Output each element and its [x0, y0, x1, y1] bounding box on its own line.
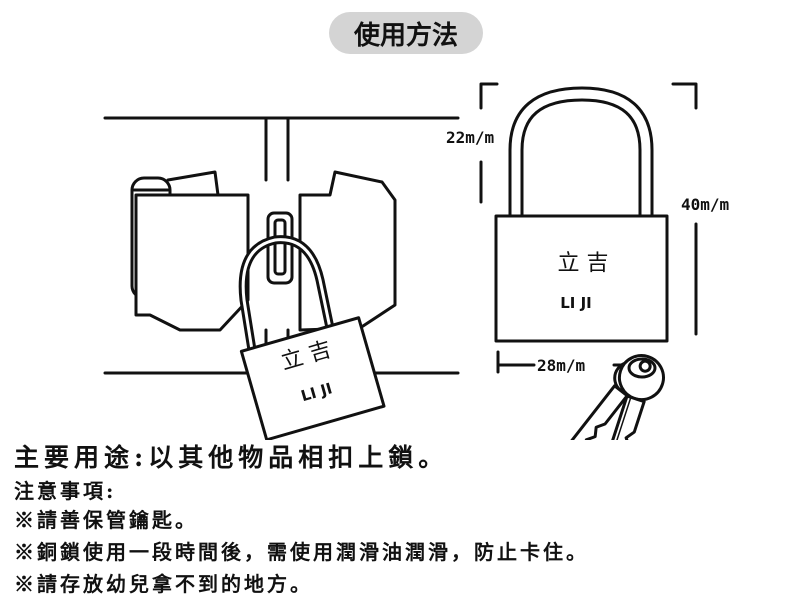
shackle-height-label: 22m/m [446, 128, 495, 147]
key-ring [627, 357, 657, 379]
hasp-plate [134, 193, 250, 332]
staple-plate [298, 170, 397, 332]
lock-body [494, 214, 669, 343]
shackle [508, 86, 654, 224]
lock-brand-cjk: 立 吉 [558, 251, 609, 276]
small-lock-body [239, 316, 386, 440]
dimension-diagram [479, 82, 698, 374]
note-item: ※銅鎖使用一段時間後，需使用潤滑油潤滑，防止卡住。 [14, 540, 589, 564]
lock-brand-latin: LI JI [560, 294, 592, 312]
note-item: ※請善保管鑰匙。 [14, 508, 198, 532]
notes-heading: 注意事項: [14, 479, 117, 503]
total-height-label: 40m/m [681, 195, 730, 214]
usage-text: 主要用途:以其他物品相扣上鎖。 [14, 443, 449, 472]
body-width-label: 28m/m [537, 356, 586, 375]
section-title: 使用方法 [329, 12, 483, 54]
padlock-diagram: 立 吉 LI JI 立 吉 LI JI 22m/m 40m/m 28m/m [103, 82, 730, 440]
note-item: ※請存放幼兒拿不到的地方。 [14, 572, 313, 596]
keys-illustration [559, 354, 665, 440]
hasp-illustration [103, 116, 460, 440]
instructions: 主要用途:以其他物品相扣上鎖。 注意事項: ※請善保管鑰匙。 ※銅鎖使用一段時間… [14, 438, 800, 600]
